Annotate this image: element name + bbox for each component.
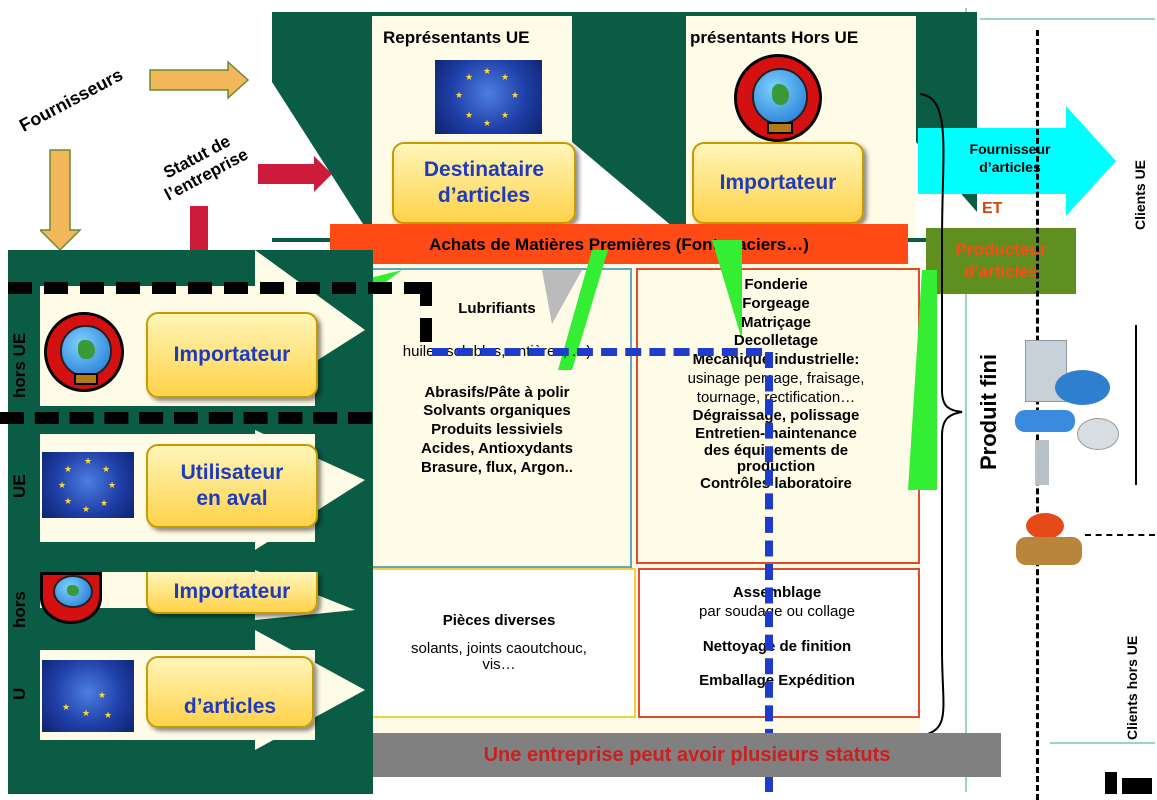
row-label-u: U bbox=[10, 687, 29, 700]
importateur-row-button[interactable]: Importateur bbox=[146, 312, 318, 398]
destinataire-line1: Destinataire bbox=[423, 157, 545, 181]
importateur-row2-button[interactable]: Importateur bbox=[146, 572, 318, 614]
right-panel-frame bbox=[965, 8, 1157, 792]
importateur-top-label: Importateur bbox=[719, 170, 837, 194]
right-horizontal-dash bbox=[1085, 534, 1155, 536]
importateur-row2-label: Importateur bbox=[173, 579, 291, 603]
pieces-text: Pièces diverses solants, joints caoutcho… bbox=[411, 612, 587, 674]
top-right-rule bbox=[980, 18, 1155, 20]
clients-ue-label: Clients UE bbox=[1132, 159, 1148, 230]
black-dashed-corner bbox=[420, 282, 432, 342]
row-label-hors: hors bbox=[10, 591, 29, 628]
rep-ue-title: Représentants UE bbox=[383, 28, 530, 47]
statuts-banner-label: Une entreprise peut avoir plusieurs stat… bbox=[483, 743, 891, 766]
globe-icon bbox=[734, 54, 822, 142]
globe-icon bbox=[44, 312, 124, 392]
corner-mark bbox=[1105, 772, 1117, 794]
consumables-text: Lubrifiants huiles solubles, entières, …… bbox=[402, 300, 592, 476]
clients-hors-ue-label: Clients hors UE bbox=[1124, 635, 1140, 740]
row-label-hors-ue: hors UE bbox=[10, 332, 29, 398]
green-diagonal-decor bbox=[362, 240, 937, 490]
articles-row-label: d’articles bbox=[183, 694, 277, 718]
black-dashed-line-2 bbox=[0, 412, 372, 424]
globe-icon bbox=[40, 572, 102, 624]
destinataire-line2: d’articles bbox=[437, 184, 531, 207]
articles-row-button[interactable]: d’articles bbox=[146, 656, 314, 728]
row-label-ue: UE bbox=[10, 474, 29, 498]
black-dashed-line-1 bbox=[8, 282, 428, 294]
et-label: ET bbox=[982, 200, 1003, 217]
pieces-box bbox=[366, 568, 636, 718]
importateur-top-button[interactable]: Importateur bbox=[692, 142, 864, 224]
assembly-text: Assemblage par soudage ou collage Nettoy… bbox=[699, 584, 855, 690]
statuts-banner: Une entreprise peut avoir plusieurs stat… bbox=[373, 733, 1001, 777]
valve-image bbox=[1012, 505, 1087, 575]
importateur-row-label: Importateur bbox=[173, 342, 291, 366]
eu-flag-icon: ★★ ★★ bbox=[42, 660, 134, 732]
left-arrows bbox=[40, 60, 332, 276]
utilisateur-line2: en aval bbox=[196, 487, 268, 510]
processes-text: Fonderie Forgeage Matriçage Decolletage … bbox=[687, 276, 865, 492]
achats-banner-label: Achats de Matières Premières (Fonte, aci… bbox=[429, 235, 809, 254]
blue-dashed-horizontal bbox=[432, 348, 762, 356]
right-solid-rule bbox=[1135, 325, 1137, 485]
machinery-image bbox=[1005, 330, 1125, 490]
rep-hors-ue-title: présentants Hors UE bbox=[690, 28, 859, 47]
bottom-right-rule bbox=[1050, 742, 1155, 744]
fournisseur-articles-arrow bbox=[918, 106, 1116, 216]
utilisateur-line1: Utilisateur bbox=[180, 460, 284, 484]
blue-dashed-vertical bbox=[765, 352, 773, 792]
produit-fini-brace bbox=[919, 93, 963, 737]
corner-mark-2 bbox=[1122, 778, 1152, 794]
top-band-chevrons bbox=[272, 82, 977, 238]
eu-flag-icon: ★★ ★★ ★★ ★★ bbox=[42, 452, 134, 518]
produit-fini-label: Produit fini bbox=[976, 353, 1001, 470]
assembly-box bbox=[638, 568, 920, 718]
destinataire-articles-button[interactable]: Destinataire d’articles bbox=[392, 142, 576, 224]
eu-flag-icon: ★★ ★★ ★★ ★★ bbox=[435, 60, 542, 134]
achats-banner: Achats de Matières Premières (Fonte, aci… bbox=[330, 224, 908, 266]
utilisateur-aval-button[interactable]: Utilisateur en aval bbox=[146, 444, 318, 528]
